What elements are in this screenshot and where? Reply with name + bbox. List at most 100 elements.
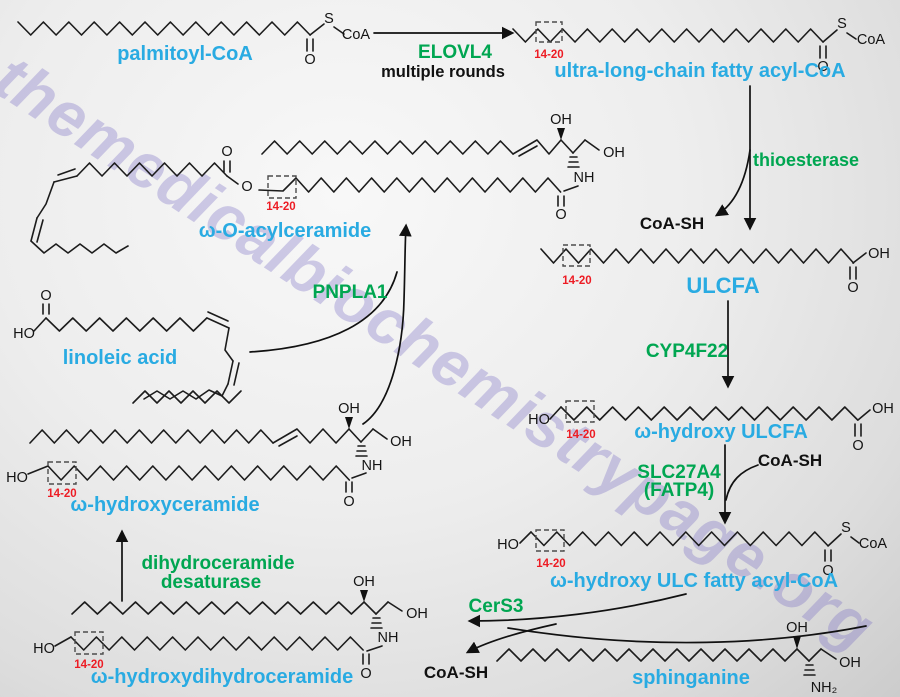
oxygen-label: O [555, 207, 566, 223]
c1-oh-bond [387, 601, 403, 612]
sphinganine-input-curve [507, 625, 867, 644]
molecule-label-linoleic-acid: linoleic acid [63, 347, 177, 369]
thioesterase-reaction: thioesterase CoA-SH [640, 85, 859, 233]
c2-c1-bond [572, 139, 586, 154]
sulfur-label: S [841, 520, 851, 536]
pnpla1-reaction: PNPLA1 [249, 223, 412, 425]
oxygen-label: O [847, 280, 858, 296]
elongation-bracket [535, 21, 563, 43]
molecule-label-sphinganine: sphinganine [632, 667, 750, 689]
elongation-bracket [47, 461, 77, 485]
molecule-label-ulc-fatty-acyl-coa: ultra-long-chain fatty acyl-CoA [554, 60, 845, 82]
c2-c1-bond [360, 428, 374, 443]
oxygen-label: O [304, 52, 315, 68]
ho-bond [519, 531, 532, 544]
sphingoid-head-chain [272, 428, 350, 444]
s-coa-bond [850, 536, 860, 544]
elongation-bracket [74, 631, 104, 655]
arrow-pnpla1 [362, 223, 412, 425]
c3-c2-bond [560, 139, 574, 154]
amide-nh-label: NH [574, 170, 595, 186]
hydroxyl-label: OH [868, 246, 890, 262]
amide-nh-label: NH [362, 458, 383, 474]
cis-double-bond [206, 317, 230, 329]
chain-tail [143, 383, 229, 400]
cis-double-bond [36, 219, 44, 243]
ulc-fatty-acyl-coa-structure: 14-20 O S CoA ultra-long-chain fatty acy… [512, 16, 886, 82]
enzyme-label-desaturase-1: dihydroceramide [141, 553, 294, 574]
hydroxyl-label: OH [390, 434, 412, 450]
c3-c2-bond [348, 428, 362, 443]
c1-oh-bond [820, 648, 837, 660]
range-label: 14-20 [47, 488, 76, 500]
ulcfa-structure: 14-20 OH O ULCFA [540, 244, 890, 298]
coa-label: CoA [859, 536, 888, 552]
sphingoid-tail-fragment [132, 390, 242, 404]
desaturase-reaction: dihydroceramide desaturase [115, 529, 295, 602]
c-oh-bond [852, 252, 867, 264]
ho-bond [54, 636, 72, 647]
ho-bond [33, 317, 47, 332]
linoleic-input-curve [249, 271, 398, 353]
coash-label: CoA-SH [758, 451, 822, 470]
enzyme-label-desaturase-2: desaturase [161, 572, 261, 593]
enzyme-label-fatp4: (FATP4) [644, 480, 714, 501]
o-c-bond [226, 175, 239, 185]
w-hydroxydihydroceramide-structure: OH NH OH O HO 14-20 ω-hydroxydihydrocera… [33, 574, 428, 688]
ho-label: HO [497, 537, 519, 553]
oxygen-label: O [40, 288, 51, 304]
chain-bend [36, 181, 55, 219]
slc27a4-reaction: SLC27A4 (FATP4) CoA-SH [637, 444, 822, 525]
c-s-bond [309, 23, 325, 36]
fatty-acyl-chain [47, 465, 351, 481]
arrow-cers3 [467, 593, 687, 628]
elongation-bracket [565, 400, 595, 423]
w-hydroxyceramide-structure: OH NH OH O HO 14-20 ω-hydroxyceramide [6, 390, 412, 516]
sulfur-label: S [324, 11, 334, 27]
fatty-acyl-chain [295, 177, 562, 193]
ho-label: HO [6, 470, 28, 486]
hydroxyl-label: OH [786, 620, 808, 636]
sphinganine-chain [496, 648, 798, 662]
range-label: 14-20 [534, 49, 563, 61]
oh-wedge-bond [360, 590, 368, 602]
molecule-label-w-hydroxydihydroceramide: ω-hydroxydihydroceramide [91, 666, 354, 688]
elovl4-note: multiple rounds [381, 63, 505, 81]
oh-wedge-bond [793, 636, 801, 649]
c-s-bond [827, 533, 842, 547]
c3-c2-bond [363, 601, 377, 615]
coa-label: CoA [342, 27, 371, 43]
elovl4-reaction: ELOVL4 multiple rounds [373, 26, 515, 81]
sulfur-label: S [837, 16, 847, 32]
oxygen-label: O [822, 563, 833, 579]
ho-bond [549, 406, 562, 420]
oh-wedge-bond [345, 417, 353, 429]
n-c-bond [563, 185, 579, 192]
w-hydroxy-ulcfa-structure: HO 14-20 OH O ω-hydroxy ULCFA [528, 400, 894, 454]
range-label: 14-20 [536, 558, 565, 570]
coash-label: CoA-SH [640, 214, 704, 233]
c2-c1-bond [808, 648, 822, 662]
fatty-acyl-chain [70, 636, 364, 651]
sphinganine-structure: OH NH₂ OH sphinganine [496, 620, 861, 696]
enzyme-label-slc27a4: SLC27A4 [637, 462, 721, 483]
coash-input-curve [725, 464, 759, 501]
ulc-acyl-chain [512, 28, 824, 43]
s-coa-bond [333, 26, 345, 35]
w-hydroxy-ulcfa-chain [560, 406, 859, 421]
cis-double-bond [207, 311, 229, 322]
oh-wedge-bond [557, 128, 565, 140]
molecule-label-w-hydroxy-ulcfa: ω-hydroxy ULCFA [634, 421, 808, 443]
ho-bond [27, 465, 49, 475]
molecule-label-ulcfa: ULCFA [686, 273, 759, 298]
sphingoid-chain [29, 429, 274, 444]
c-oh-bond [857, 409, 871, 421]
molecule-label-w-o-acylceramide: ω-O-acylceramide [199, 220, 372, 242]
hydroxyl-label: OH [603, 145, 625, 161]
cis-double-bond [57, 168, 76, 176]
cyp4f22-reaction: CYP4F22 [646, 300, 735, 389]
coash-label: CoA-SH [424, 663, 488, 682]
coa-label: CoA [857, 32, 886, 48]
hydroxyl-label: OH [550, 112, 572, 128]
